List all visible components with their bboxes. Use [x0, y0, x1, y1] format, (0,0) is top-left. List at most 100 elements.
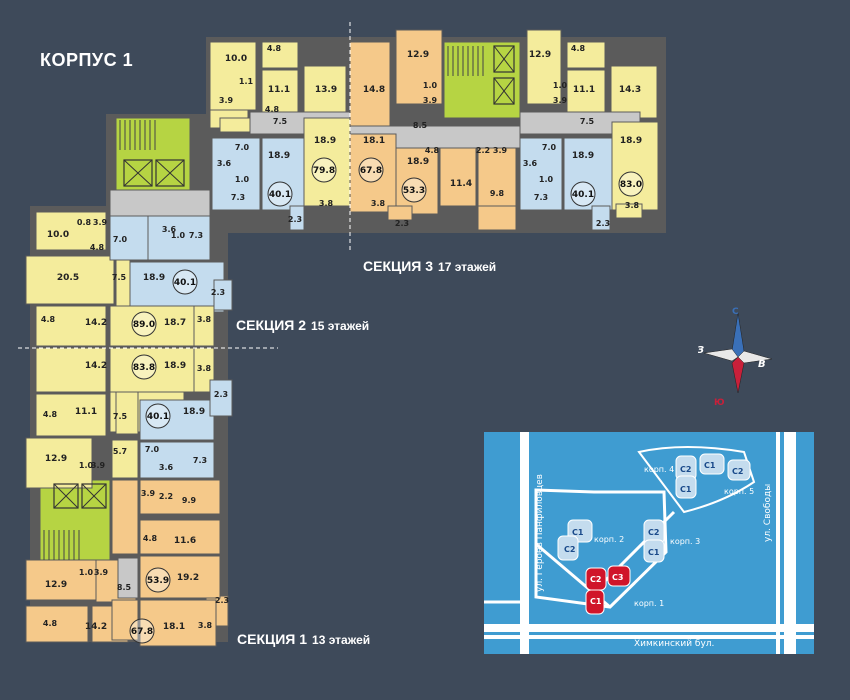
apartment-total-label: 40.1	[147, 412, 169, 422]
map-building-block-6	[699, 453, 725, 475]
room-area-label: 7.0	[145, 445, 160, 454]
room-60	[111, 479, 139, 555]
room-43	[147, 215, 211, 261]
room-area-label: 1.0	[235, 175, 250, 184]
room-39	[35, 347, 107, 393]
room-area-label: 1.0	[553, 81, 568, 90]
elevator-x2-1	[155, 159, 185, 187]
compass-south-arrow	[731, 356, 745, 394]
plan-rooms	[25, 29, 666, 647]
room-59	[139, 519, 221, 555]
apartment-total-circle	[131, 311, 157, 337]
apartment-total-label: 83.8	[133, 363, 155, 373]
room-24	[519, 137, 563, 211]
apartment-total-circle	[570, 181, 596, 207]
elevator-box-2	[493, 45, 515, 73]
map-street-svobody: ул. Свободы	[763, 484, 773, 542]
room-area-label: 20.5	[57, 273, 79, 283]
room-area-label: 7.5	[112, 273, 127, 282]
room-area-label: 4.8	[571, 44, 586, 53]
room-area-label: 2.3	[288, 215, 302, 224]
map-section-code: C2	[590, 575, 601, 584]
room-area-label: 18.9	[314, 136, 336, 146]
compass-east-arrow	[737, 350, 773, 364]
room-25	[563, 137, 613, 211]
room-45	[109, 305, 195, 347]
compass-rose: С З В Ю	[698, 307, 773, 405]
room-area-label: 14.2	[85, 622, 107, 632]
room-23	[477, 147, 517, 215]
room-area-label: 18.9	[407, 157, 429, 167]
room-area-label: 4.8	[143, 534, 158, 543]
room-62	[25, 559, 97, 601]
room-49	[139, 441, 215, 479]
room-66	[139, 599, 217, 647]
room-area-label: 18.9	[183, 407, 205, 417]
section-2-floors: 15 этажей	[311, 319, 370, 333]
road-svobody	[784, 432, 796, 654]
room-56	[115, 391, 139, 435]
room-area-label: 2.2	[159, 492, 173, 501]
room-1	[261, 41, 299, 69]
room-area-label: 12.9	[45, 580, 67, 590]
room-area-label: 11.1	[573, 85, 595, 95]
room-area-label: 11.1	[268, 85, 290, 95]
room-area-label: 19.2	[177, 573, 199, 583]
room-area-label: 9.8	[490, 189, 505, 198]
compass-south-label: Ю	[714, 398, 725, 405]
room-area-label: 4.8	[43, 619, 58, 628]
room-area-label: 4.8	[90, 243, 105, 252]
room-area-label: 18.9	[572, 151, 594, 161]
room-27	[615, 203, 643, 219]
room-area-label: 3.6	[162, 225, 177, 234]
road-svobody-lane	[776, 432, 780, 654]
apartment-total-label: 53.3	[403, 186, 425, 196]
map-building-block-7	[727, 459, 751, 481]
section-3-floors: 17 этажей	[438, 260, 497, 274]
room-57	[111, 439, 139, 479]
room-area-label: 2.3	[596, 219, 610, 228]
elevator-x2-0	[123, 159, 153, 187]
map-label-korp-4: корп. 4	[644, 465, 674, 474]
room-53	[209, 379, 233, 417]
room-area-label: 3.8	[197, 364, 212, 373]
elevator-x2-3	[493, 77, 515, 105]
map-label-korp-2: корп. 2	[594, 535, 624, 544]
room-area-label: 5.7	[113, 447, 127, 456]
room-area-label: 10.0	[47, 230, 69, 240]
map-section-code: C2	[648, 528, 659, 537]
room-area-label: 7.5	[580, 117, 595, 126]
apartment-total-label: 67.8	[131, 627, 153, 637]
room-48	[139, 399, 215, 441]
map-section-code: C1	[590, 597, 602, 606]
room-38	[35, 305, 107, 347]
map-building-block-5	[675, 475, 697, 499]
apartment-total-label: 40.1	[572, 190, 594, 200]
map-section-code: C1	[572, 528, 584, 537]
room-area-label: 3.9	[91, 461, 106, 470]
room-area-label: 8.5	[413, 121, 428, 130]
compass-west-arrow	[703, 348, 739, 362]
elevator-box-4	[53, 483, 79, 509]
road-geroev-panfilovtsev	[520, 432, 529, 654]
map-section-code: C3	[612, 573, 623, 582]
room-area-label: 3.6	[523, 159, 538, 168]
apartment-total-label: 79.8	[313, 166, 335, 176]
building-title: КОРПУС 1	[40, 50, 134, 70]
room-area-label: 3.8	[319, 199, 334, 208]
map-street-geroev: ул. Героев Панфиловцев	[535, 474, 545, 592]
room-28	[477, 205, 517, 231]
map-building-block-9	[607, 565, 631, 587]
room-area-label: 7.0	[235, 143, 250, 152]
apartment-total-label: 40.1	[174, 278, 196, 288]
room-area-label: 1.0	[171, 231, 186, 240]
room-17	[211, 137, 261, 211]
room-13	[219, 117, 255, 133]
room-area-label: 12.9	[45, 454, 67, 464]
room-area-label: 18.9	[143, 273, 165, 283]
